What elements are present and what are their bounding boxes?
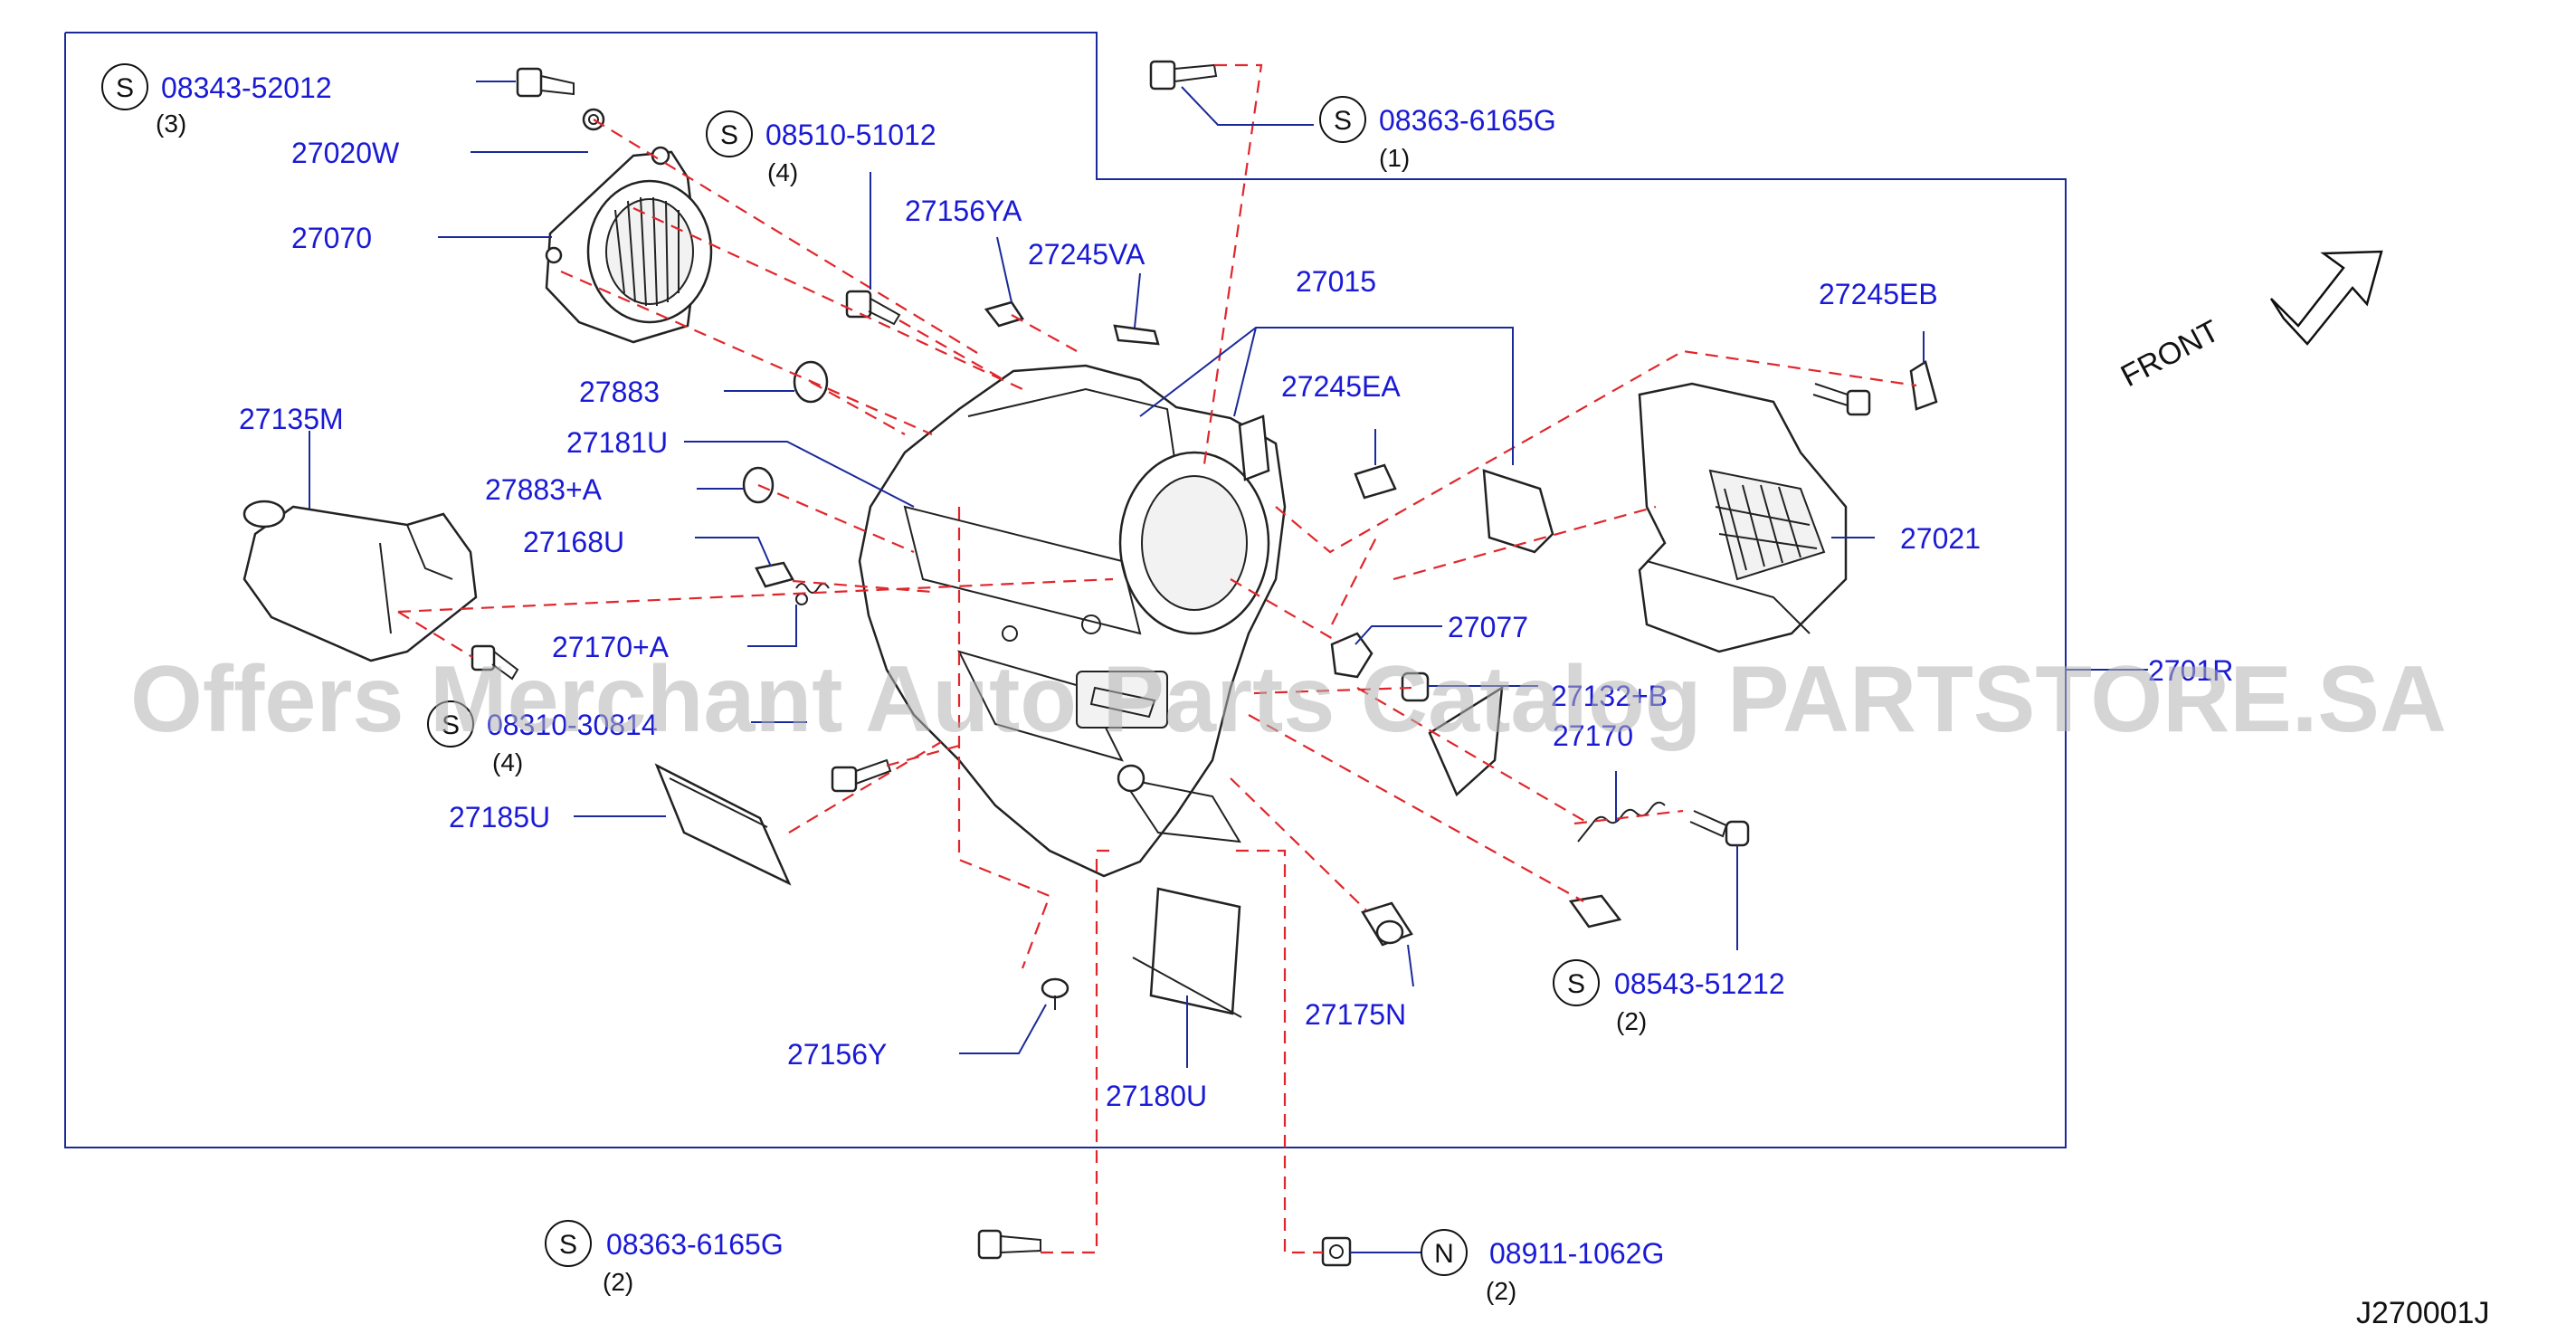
- knob-27175N-drawing: [1361, 901, 1413, 947]
- bolt-bottom-drawing: [977, 1229, 1041, 1260]
- fastener-08343-52012: S 08343-52012 (3): [101, 63, 332, 138]
- label-27170: 27170: [1553, 719, 1633, 752]
- clip-27077-drawing: [1330, 632, 1374, 679]
- screw-right-drawing: [1812, 383, 1871, 416]
- front-direction-arrow: [2269, 250, 2383, 346]
- svg-text:N: N: [1434, 1239, 1454, 1269]
- svg-text:08343-52012: 08343-52012: [161, 71, 332, 104]
- fastener-08363-6165G-bottom: S 08363-6165G (2): [545, 1220, 784, 1296]
- bolt-top-left-drawing: [516, 67, 575, 98]
- svg-text:(2): (2): [1616, 1007, 1647, 1035]
- screw-left-drawing: [471, 644, 519, 681]
- part-labels: 27020W 27070 27156YA 27245VA 27015 27245…: [239, 137, 2233, 1112]
- svg-text:S: S: [442, 710, 460, 740]
- svg-text:08363-6165G: 08363-6165G: [606, 1228, 784, 1261]
- svg-text:08543-51212: 08543-51212: [1614, 967, 1785, 1000]
- bracket-27168U-drawing: [755, 561, 794, 588]
- label-27170A: 27170+A: [552, 631, 670, 663]
- label-27015: 27015: [1296, 265, 1376, 298]
- svg-text:08911-1062G: 08911-1062G: [1489, 1237, 1664, 1270]
- label-27245EA: 27245EA: [1281, 370, 1401, 403]
- screw-08543-drawing: [1689, 810, 1750, 847]
- clip-27156YA-drawing: [984, 300, 1024, 328]
- fastener-08310-30814: S 08310-30814 (4): [427, 700, 658, 776]
- label-27135M: 27135M: [239, 403, 344, 435]
- label-27180U: 27180U: [1106, 1080, 1207, 1112]
- spring-27170-drawing: [1577, 801, 1666, 843]
- assembly-guide-lines: [397, 63, 1917, 1254]
- clip-27245EA-drawing: [1354, 463, 1397, 500]
- svg-text:08363-6165G: 08363-6165G: [1379, 104, 1556, 137]
- svg-text:(2): (2): [603, 1268, 633, 1296]
- screw-upper-drawing: [845, 290, 901, 326]
- drawing-code: J270001J: [2356, 1296, 2489, 1330]
- label-27181U: 27181U: [566, 426, 668, 459]
- clip-27245EB-drawing: [1909, 360, 1938, 411]
- screw-lower-drawing: [831, 758, 892, 793]
- flap-drawing: [1428, 685, 1504, 797]
- label-27077: 27077: [1448, 611, 1528, 643]
- svg-text:(2): (2): [1486, 1277, 1516, 1305]
- air-intake-duct-drawing: [242, 500, 478, 662]
- fastener-08363-6165G-top: S 08363-6165G (1): [1319, 96, 1556, 172]
- svg-text:(3): (3): [156, 110, 186, 138]
- fastener-08510-51012: S 08510-51012 (4): [706, 110, 936, 186]
- leader-lines: [309, 81, 2148, 1253]
- label-27245VA: 27245VA: [1028, 238, 1145, 271]
- svg-text:S: S: [116, 73, 134, 103]
- label-27070: 27070: [291, 222, 372, 254]
- clip-27245VA-drawing: [1113, 324, 1160, 346]
- svg-text:S: S: [720, 120, 738, 150]
- pin-27156Y-drawing: [1041, 977, 1069, 1010]
- svg-text:(4): (4): [492, 748, 523, 776]
- label-27185U: 27185U: [449, 801, 550, 833]
- label-27156Y: 27156Y: [787, 1038, 887, 1071]
- svg-text:08310-30814: 08310-30814: [487, 709, 658, 741]
- label-27175N: 27175N: [1305, 998, 1406, 1031]
- front-label: FRONT: [2115, 314, 2225, 395]
- label-27156YA: 27156YA: [905, 195, 1022, 227]
- assembly-frame: [64, 32, 2067, 1148]
- watermark: Offers Merchant Auto Parts Catalog PARTS…: [130, 647, 2447, 752]
- door-27180U-drawing: [1132, 887, 1242, 1018]
- label-27245EB: 27245EB: [1819, 278, 1938, 310]
- fastener-08911-1062G: N 08911-1062G (2): [1421, 1229, 1664, 1305]
- blower-unit-housing-drawing: [858, 364, 1287, 878]
- label-27020W: 27020W: [291, 137, 400, 169]
- filter-27185U-drawing: [654, 763, 792, 886]
- svg-text:S: S: [1567, 969, 1585, 999]
- bolt-top-center-drawing: [1149, 60, 1218, 90]
- label-27883: 27883: [579, 376, 660, 408]
- svg-text:S: S: [559, 1230, 577, 1260]
- svg-text:S: S: [1334, 106, 1352, 136]
- bracket-27015-drawing: [1482, 469, 1554, 554]
- nut-bottom-drawing: [1321, 1236, 1352, 1267]
- fastener-08543-51212: S 08543-51212 (2): [1553, 959, 1785, 1035]
- blower-motor-drawing: [545, 146, 713, 344]
- label-27132B: 27132+B: [1551, 680, 1668, 712]
- label-27168U: 27168U: [523, 526, 624, 558]
- svg-text:(1): (1): [1379, 144, 1410, 172]
- label-27883A: 27883+A: [485, 473, 603, 506]
- label-2701R: 2701R: [2148, 654, 2233, 687]
- bracket-08543-drawing: [1568, 894, 1622, 929]
- svg-text:(4): (4): [767, 158, 798, 186]
- label-27021: 27021: [1900, 522, 1981, 555]
- svg-text:08510-51012: 08510-51012: [765, 119, 936, 151]
- intake-housing-27021-drawing: [1638, 382, 1848, 653]
